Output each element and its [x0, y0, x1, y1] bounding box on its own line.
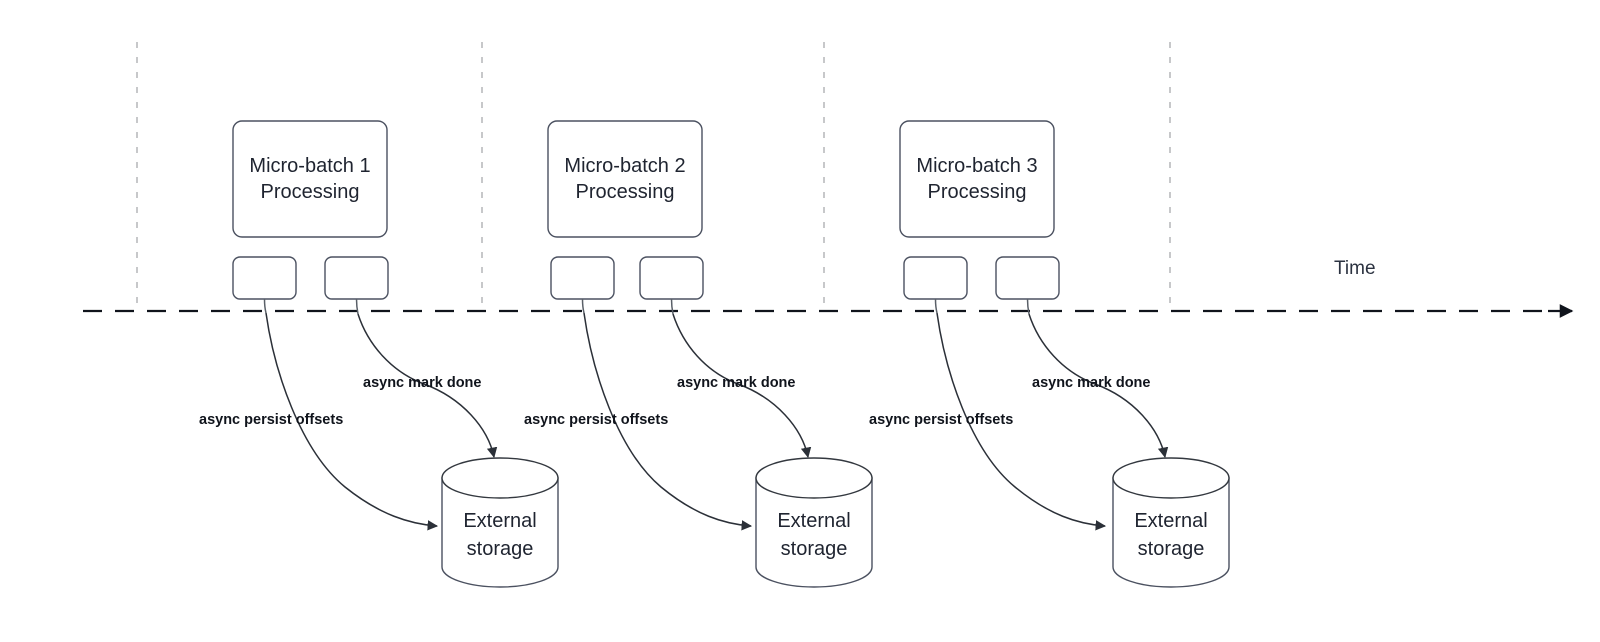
microbatch-1-label-line1: Micro-batch 1: [249, 155, 370, 177]
microbatch-2-task-box-2[interactable]: [639, 256, 704, 300]
external-storage-1-top: [441, 457, 559, 499]
microbatch-3-task-box-2[interactable]: [995, 256, 1060, 300]
microbatch-1-mark-done-edge: [357, 313, 498, 459]
microbatch-1-persist-offsets-edge: [265, 312, 439, 531]
microbatch-2-mark-done-edge: [672, 313, 812, 459]
external-storage-3-label-line1: External: [1134, 510, 1207, 532]
microbatch-2-external-storage[interactable]: External storage: [755, 457, 873, 588]
microbatch-2-task-2-stub: [670, 298, 674, 315]
external-storage-3-body: [1112, 477, 1230, 588]
microbatch-2-task-1-stub: [581, 298, 585, 314]
microbatch-3-persist-offsets-edge: [936, 312, 1107, 531]
external-storage-3-top: [1112, 457, 1230, 499]
microbatch-3-mark-done-label: async mark done: [1032, 375, 1150, 391]
external-storage-2-body: [755, 477, 873, 588]
microbatch-2-label-line1: Micro-batch 2: [564, 155, 685, 177]
microbatch-3-process-box[interactable]: [899, 120, 1055, 238]
external-storage-1-label-line1: External: [463, 510, 536, 532]
microbatch-3-task-box-1[interactable]: [903, 256, 968, 300]
microbatch-1-external-storage[interactable]: External storage: [441, 457, 559, 588]
microbatch-2-persist-offsets-edge: [583, 312, 753, 531]
microbatch-1-task-box-1[interactable]: [232, 256, 297, 300]
microbatch-3-label-line1: Micro-batch 3: [916, 155, 1037, 177]
external-storage-2-label-line1: External: [777, 510, 850, 532]
microbatch-2-task-box-1[interactable]: [550, 256, 615, 300]
microbatch-1-label-line2: Processing: [261, 181, 360, 203]
microbatch-2-process-box[interactable]: [547, 120, 703, 238]
microbatch-1-task-1-stub: [263, 298, 267, 314]
separator-lines: [136, 42, 1171, 312]
microbatch-3-task-1-stub: [934, 298, 938, 314]
microbatch-1-process-box[interactable]: [232, 120, 388, 238]
group-3: Micro-batch 3 Processing async persist o…: [869, 120, 1230, 588]
microbatch-3-mark-done-edge: [1028, 313, 1169, 459]
microbatch-1-task-2-stub: [355, 298, 359, 315]
microbatch-3-task-2-stub: [1026, 298, 1030, 315]
microbatch-3-persist-offsets-label: async persist offsets: [869, 412, 1013, 428]
external-storage-3-label-line2: storage: [1138, 538, 1205, 560]
external-storage-1-label-line2: storage: [467, 538, 534, 560]
external-storage-2-top: [755, 457, 873, 499]
external-storage-1-body: [441, 477, 559, 588]
group-2: Micro-batch 2 Processing async persist o…: [524, 120, 873, 588]
microbatch-2-mark-done-label: async mark done: [677, 375, 795, 391]
external-storage-2-label-line2: storage: [781, 538, 848, 560]
microbatch-1-mark-done-label: async mark done: [363, 375, 481, 391]
microbatch-2-label-line2: Processing: [576, 181, 675, 203]
microbatch-3-label-line2: Processing: [928, 181, 1027, 203]
microbatch-1-persist-offsets-label: async persist offsets: [199, 412, 343, 428]
microbatch-3-external-storage[interactable]: External storage: [1112, 457, 1230, 588]
group-1: Micro-batch 1 Processing async persist o…: [199, 120, 559, 588]
timeline-axis-label: Time: [1334, 258, 1376, 279]
microbatch-2-persist-offsets-label: async persist offsets: [524, 412, 668, 428]
microbatch-1-task-box-2[interactable]: [324, 256, 389, 300]
